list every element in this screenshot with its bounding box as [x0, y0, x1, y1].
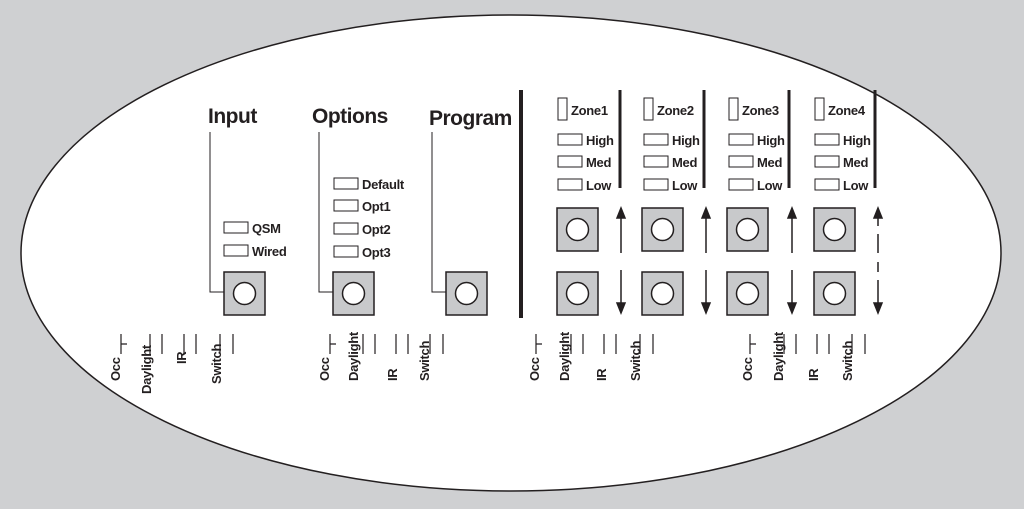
- occ-port-label: Occ: [527, 357, 542, 381]
- daylight-port-label: Daylight: [346, 332, 361, 381]
- zone4-med-led: [814, 155, 840, 168]
- zone1-low-label: Low: [586, 178, 612, 193]
- opt3-label: Opt3: [362, 245, 391, 260]
- zone1-label: Zone1: [571, 103, 608, 118]
- program-title: Program: [429, 107, 512, 130]
- zone2-low-led: [643, 178, 669, 191]
- panel-outline: [20, 14, 1002, 492]
- zone2-high-led: [643, 133, 669, 146]
- zone2-raise-button[interactable]: [641, 207, 684, 252]
- program-button[interactable]: [445, 271, 488, 316]
- zone3-low-led: [728, 178, 754, 191]
- zone3-label: Zone3: [742, 103, 779, 118]
- ir-port-label: IR: [174, 351, 189, 364]
- input-leader-line: [209, 132, 224, 293]
- down-arrow-icon: [872, 262, 884, 316]
- ir-port-label: IR: [806, 368, 821, 381]
- zone4-low-label: Low: [843, 178, 869, 193]
- zone2-low-label: Low: [672, 178, 698, 193]
- zone1-raise-button[interactable]: [556, 207, 599, 252]
- options-button[interactable]: [332, 271, 375, 316]
- occ-port-label: Occ: [317, 357, 332, 381]
- occ-port-label: Occ: [740, 357, 755, 381]
- daylight-port-label: Daylight: [139, 345, 154, 394]
- zone4-lower-button[interactable]: [813, 271, 856, 316]
- ir-port-label: IR: [385, 368, 400, 381]
- zone4-med-label: Med: [843, 155, 869, 170]
- zone2-high-label: High: [672, 133, 700, 148]
- connector-group-2: [329, 334, 444, 354]
- options-leader-line: [318, 132, 333, 293]
- zone4-high-led: [814, 133, 840, 146]
- default-label: Default: [362, 177, 404, 192]
- zone1-med-led: [557, 155, 583, 168]
- options-title: Options: [312, 105, 388, 128]
- wired-led: [223, 244, 249, 257]
- switch-port-label: Switch: [417, 340, 432, 381]
- zone2-med-led: [643, 155, 669, 168]
- zone1-lower-button[interactable]: [556, 271, 599, 316]
- zone3-lower-button[interactable]: [726, 271, 769, 316]
- connector-group-4: [749, 334, 866, 354]
- zone1-led: [557, 97, 568, 121]
- input-button[interactable]: [223, 271, 266, 316]
- zone3-high-led: [728, 133, 754, 146]
- zone2-leds: [643, 97, 669, 191]
- qsm-label: QSM: [252, 221, 281, 236]
- connector-group-1: [120, 334, 234, 354]
- up-arrow-icon: [700, 205, 712, 253]
- zone3-med-led: [728, 155, 754, 168]
- up-arrow-icon: [615, 205, 627, 253]
- zone2-lower-button[interactable]: [641, 271, 684, 316]
- zone3-high-label: High: [757, 133, 785, 148]
- qsm-led: [223, 221, 249, 234]
- zone1-high-label: High: [586, 133, 614, 148]
- daylight-port-label: Daylight: [771, 332, 786, 381]
- default-led: [333, 177, 359, 190]
- zone4-raise-button[interactable]: [813, 207, 856, 252]
- down-arrow-icon: [615, 270, 627, 316]
- zone1-high-led: [557, 133, 583, 146]
- switch-port-label: Switch: [209, 343, 224, 384]
- zone4-led: [814, 97, 825, 121]
- opt2-led: [333, 222, 359, 235]
- program-leader-line: [431, 132, 446, 293]
- zone2-label: Zone2: [657, 103, 694, 118]
- connector-group-3: [535, 334, 654, 354]
- occ-port-label: Occ: [108, 357, 123, 381]
- up-arrow-icon: [786, 205, 798, 253]
- wired-label: Wired: [252, 244, 287, 259]
- ir-port-label: IR: [594, 368, 609, 381]
- zone2-med-label: Med: [672, 155, 698, 170]
- zone1-med-label: Med: [586, 155, 612, 170]
- zone3-raise-button[interactable]: [726, 207, 769, 252]
- zone4-high-label: High: [843, 133, 871, 148]
- opt3-led: [333, 245, 359, 258]
- zone3-low-label: Low: [757, 178, 783, 193]
- switch-port-label: Switch: [628, 340, 643, 381]
- opt1-label: Opt1: [362, 199, 391, 214]
- zone3-med-label: Med: [757, 155, 783, 170]
- switch-port-label: Switch: [840, 340, 855, 381]
- zone4-leds: [814, 97, 840, 191]
- opt2-label: Opt2: [362, 222, 391, 237]
- input-title: Input: [208, 105, 257, 128]
- zone4-label: Zone4: [828, 103, 865, 118]
- zone4-low-led: [814, 178, 840, 191]
- zone2-led: [643, 97, 654, 121]
- zone1-low-led: [557, 178, 583, 191]
- zone3-led: [728, 97, 739, 121]
- opt1-led: [333, 199, 359, 212]
- daylight-port-label: Daylight: [557, 332, 572, 381]
- down-arrow-icon: [700, 270, 712, 316]
- down-arrow-icon: [786, 270, 798, 316]
- zone3-leds: [728, 97, 754, 191]
- up-arrow-icon: [872, 205, 884, 253]
- zone1-leds: [557, 97, 583, 191]
